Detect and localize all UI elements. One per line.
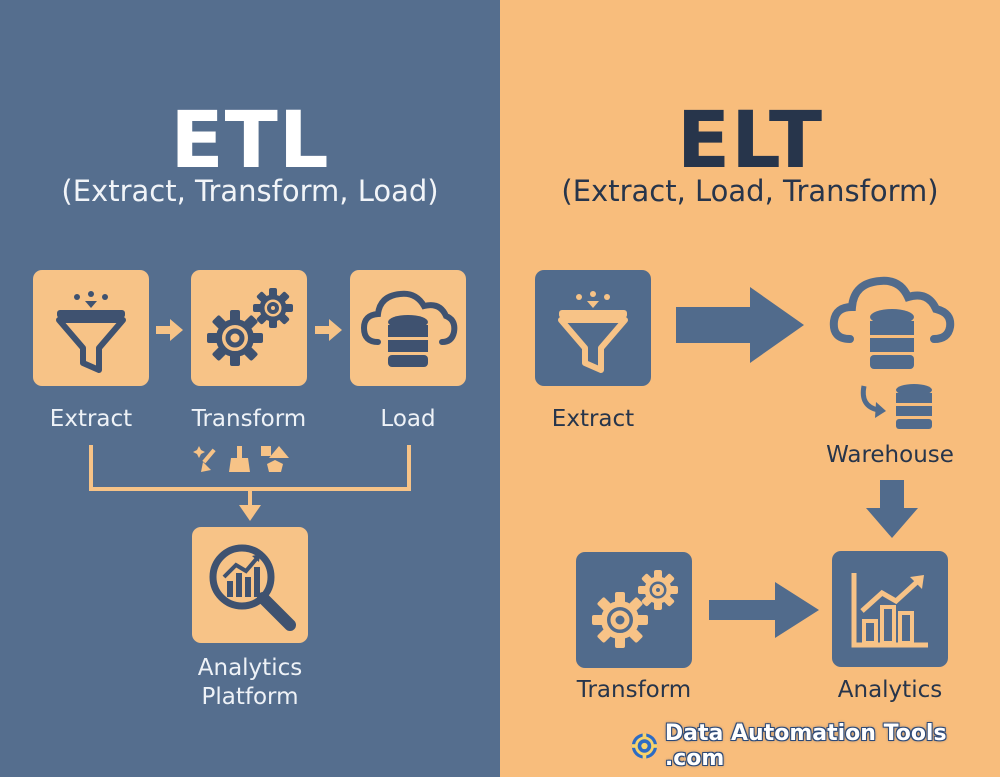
elt-warehouse-label: Warehouse — [826, 442, 954, 468]
etl-panel: ETL (Extract, Transform, Load) — [0, 0, 500, 777]
arrow-icon — [676, 287, 804, 363]
gears-icon — [207, 288, 293, 366]
database-icon — [860, 384, 932, 429]
etl-subtitle: (Extract, Transform, Load) — [61, 174, 439, 208]
funnel-icon — [558, 291, 628, 373]
etl-title: ETL — [170, 96, 330, 186]
analytics-magnifier-icon — [209, 544, 296, 631]
brand-logo-icon — [631, 733, 658, 759]
cleaning-tools-icon — [193, 446, 289, 472]
etl-analytics-label-line2: Platform — [201, 684, 299, 710]
gears-icon — [592, 570, 678, 648]
etl-extract-tile — [33, 270, 149, 386]
elt-extract-tile — [535, 270, 651, 386]
brand-watermark: Data Automation Tools .com — [630, 721, 980, 771]
elt-transform-label: Transform — [576, 677, 692, 703]
brand-name: Data Automation Tools .com — [664, 721, 947, 771]
funnel-icon — [56, 291, 126, 373]
etl-load-tile — [350, 270, 466, 386]
etl-transform-tile — [191, 270, 307, 386]
elt-title: ELT — [676, 96, 824, 186]
cloud-database-icon — [360, 290, 458, 367]
elt-transform-tile — [576, 552, 692, 668]
elt-subtitle: (Extract, Load, Transform) — [561, 174, 939, 208]
arrow-icon — [709, 582, 819, 638]
elt-extract-label: Extract — [551, 406, 635, 432]
elt-panel: ELT (Extract, Load, Transform) Extract — [500, 0, 1000, 777]
etl-analytics-tile — [192, 527, 308, 643]
elt-analytics-label: Analytics — [837, 677, 943, 703]
arrow-icon — [866, 480, 918, 538]
etl-analytics-label-line1: Analytics — [197, 655, 303, 681]
etl-transform-label: Transform — [191, 406, 307, 432]
bar-chart-icon — [851, 573, 928, 648]
arrow-icon — [315, 319, 342, 341]
arrow-icon — [156, 319, 183, 341]
elt-analytics-tile — [832, 551, 948, 667]
etl-extract-label: Extract — [49, 406, 133, 432]
etl-load-label: Load — [380, 406, 436, 432]
flow-connector — [89, 445, 411, 521]
cloud-database-icon — [829, 276, 955, 369]
etl-analytics-label: Analytics Platform — [150, 654, 350, 712]
